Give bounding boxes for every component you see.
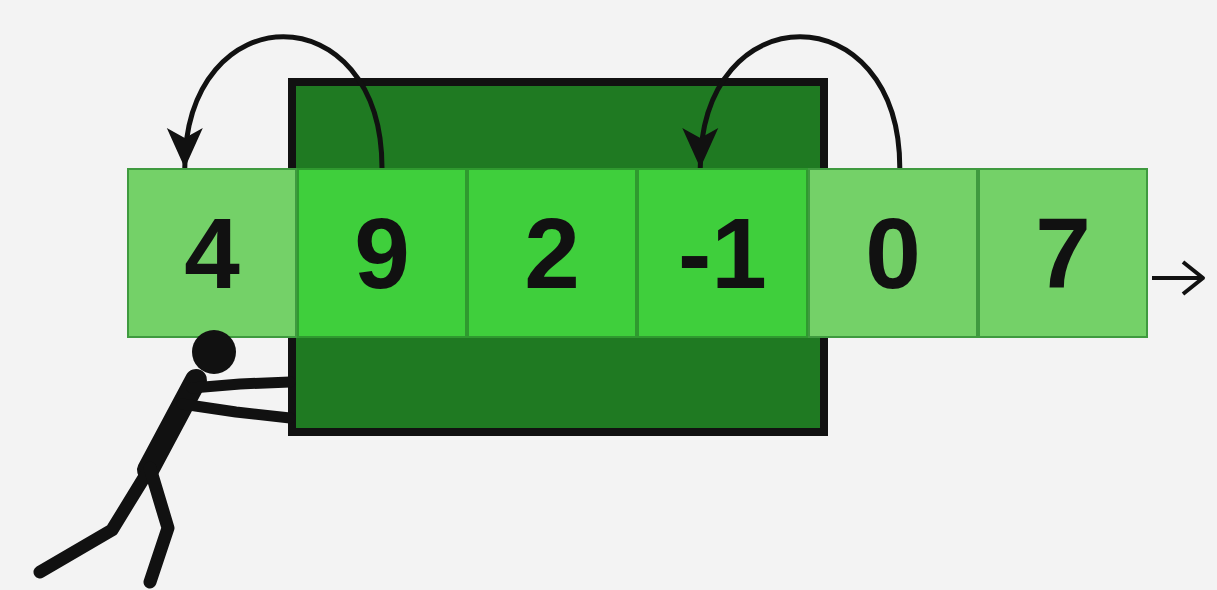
array-cell: 4	[127, 168, 297, 338]
curved-arrow	[700, 37, 900, 168]
cell-value: 7	[1035, 203, 1091, 303]
cell-value: -1	[678, 203, 767, 303]
cell-value: 0	[865, 203, 921, 303]
arrow-out	[1152, 262, 1203, 294]
array-cell: 7	[978, 168, 1148, 338]
cell-value: 9	[354, 203, 410, 303]
cell-value: 2	[524, 203, 580, 303]
array-cell: -1	[637, 168, 808, 338]
window-frame	[292, 82, 824, 432]
cell-value: 4	[184, 203, 240, 303]
stick-figure	[40, 330, 290, 582]
curved-arrow	[185, 37, 382, 168]
array-cell: 2	[467, 168, 637, 338]
array-cell: 0	[808, 168, 978, 338]
array-cell: 9	[297, 168, 467, 338]
